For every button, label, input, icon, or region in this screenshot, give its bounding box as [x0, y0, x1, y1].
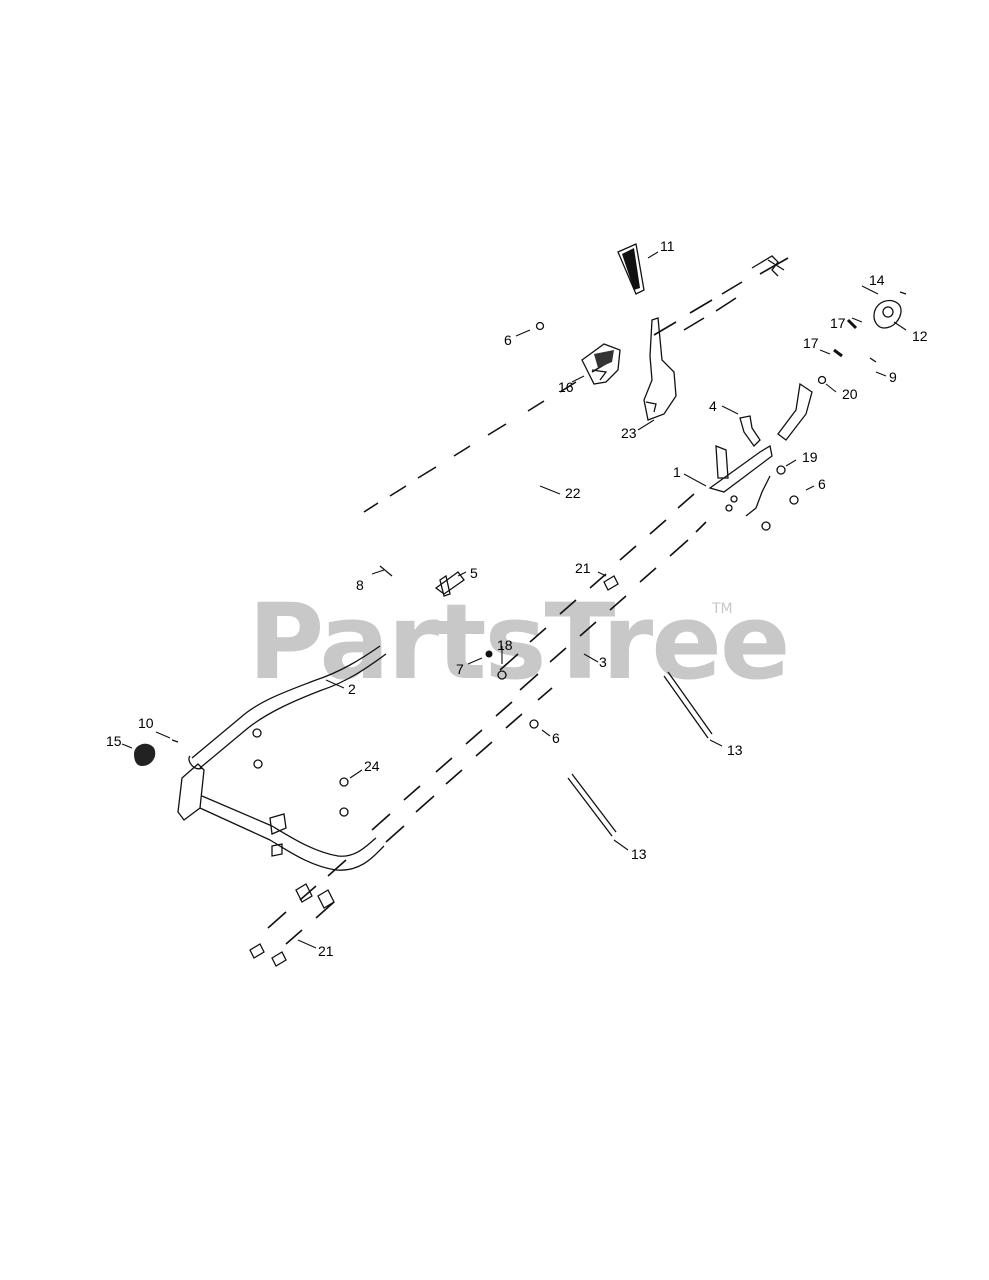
callout-11: 11	[660, 238, 675, 254]
control-16	[581, 343, 621, 385]
callout-8: 8	[356, 577, 364, 593]
callout-6-top: 6	[504, 332, 512, 348]
upper-handle-22	[363, 255, 789, 513]
callout-15: 15	[106, 733, 122, 749]
callout-4: 4	[709, 398, 717, 414]
callout-24: 24	[364, 758, 380, 774]
grip-11	[617, 243, 645, 295]
callout-14: 14	[869, 272, 885, 288]
callout-6-lower: 6	[552, 730, 560, 746]
watermark-trademark: TM	[711, 601, 733, 617]
callout-20: 20	[842, 386, 858, 402]
callout-7: 7	[456, 661, 464, 677]
callout-5: 5	[470, 565, 478, 581]
callout-21-upper: 21	[575, 560, 591, 576]
bolt-5	[379, 565, 465, 597]
callout-17-upper: 17	[830, 315, 846, 331]
leader-lines	[121, 251, 907, 949]
callout-1: 1	[673, 464, 681, 480]
callout-2: 2	[348, 681, 356, 697]
callout-18: 18	[497, 637, 513, 653]
callout-3: 3	[599, 654, 607, 670]
bracket-23	[643, 317, 677, 421]
watermark-text: PartsTree	[248, 581, 788, 703]
hardware	[535, 291, 907, 531]
nuts-21	[249, 575, 619, 967]
callout-10: 10	[138, 715, 154, 731]
watermark: PartsTree TM	[248, 581, 790, 703]
callout-16: 16	[558, 379, 574, 395]
callout-9: 9	[889, 369, 897, 385]
callout-6-right: 6	[818, 476, 826, 492]
callout-12: 12	[912, 328, 928, 344]
callout-21-lower: 21	[318, 943, 334, 959]
callout-22: 22	[565, 485, 581, 501]
callout-17-lower: 17	[803, 335, 819, 351]
callout-13-upper: 13	[727, 742, 743, 758]
callout-13-lower: 13	[631, 846, 647, 862]
callout-23: 23	[621, 425, 637, 441]
callout-labels: 11 14 17 12 17 9 20 6 16 4 23 19 1 6 22 …	[106, 238, 928, 959]
misc-hardware	[134, 650, 539, 817]
lower-frame-3	[177, 493, 707, 945]
callout-19: 19	[802, 449, 818, 465]
lower-handle-2	[188, 645, 387, 770]
bolts-13	[567, 671, 713, 837]
lever-and-bracket-1	[708, 382, 813, 517]
